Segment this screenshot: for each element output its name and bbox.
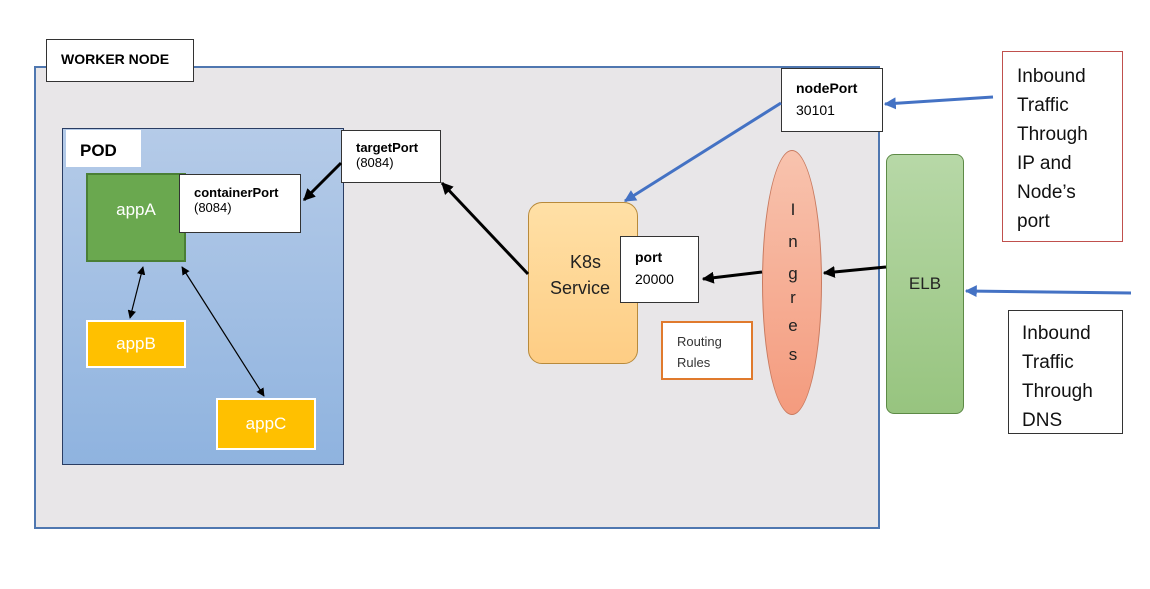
service-port-value: 20000	[635, 271, 674, 287]
ingress-letter: n	[788, 232, 798, 251]
k8s-service-line2: Service	[550, 278, 611, 298]
node-port-box: nodePort 30101	[781, 68, 883, 132]
inbound-ip-line: port	[1017, 211, 1050, 232]
k8s-service-line1: K8s	[570, 252, 602, 272]
ingress-letter: e	[788, 316, 798, 335]
ingress-letter: s	[788, 345, 798, 364]
inbound-ip-line: Traffic	[1017, 95, 1069, 116]
worker-node-label: WORKER NODE	[46, 39, 194, 82]
routing-rules-box: Routing Rules	[661, 321, 753, 380]
container-port-title: containerPort	[194, 185, 279, 200]
k8s-service-box: K8s Service	[528, 202, 638, 364]
ingress-letter: I	[790, 200, 796, 219]
arrow-appa-appc	[181, 266, 265, 397]
node-port-title: nodePort	[796, 80, 858, 96]
target-port-value: (8084)	[356, 155, 394, 170]
arrow-nodeport-to-service	[623, 101, 782, 203]
inbound-ip-traffic-box: Inbound Traffic Through IP and Node’s po…	[1002, 51, 1123, 242]
container-port-value: (8084)	[194, 200, 232, 215]
ingress-letter: r	[790, 288, 796, 307]
inbound-ip-line: Through	[1017, 124, 1088, 145]
inbound-ip-line: Node’s	[1017, 182, 1076, 203]
app-c-box: appC	[216, 398, 316, 450]
ingress-ellipse: I n g r e s	[762, 150, 822, 415]
arrow-elb-to-ingress	[822, 265, 887, 278]
inbound-dns-line: Inbound	[1022, 323, 1091, 344]
arrow-inbound-ip-to-nodeport	[883, 95, 994, 110]
pod-label: POD	[66, 130, 141, 167]
inbound-dns-traffic-box: Inbound Traffic Through DNS	[1008, 310, 1123, 434]
target-port-title: targetPort	[356, 140, 419, 155]
arrow-inbound-dns-to-elb	[964, 285, 1132, 298]
inbound-dns-line: Through	[1022, 381, 1093, 402]
inbound-ip-line: Inbound	[1017, 66, 1086, 87]
routing-rules-line1: Routing	[677, 334, 722, 349]
inbound-dns-line: Traffic	[1022, 352, 1074, 373]
container-port-box: containerPort (8084)	[179, 174, 301, 233]
inbound-dns-line: DNS	[1022, 410, 1063, 431]
ingress-letter: g	[788, 264, 798, 283]
elb-box: ELB	[886, 154, 964, 414]
node-port-value: 30101	[796, 102, 835, 118]
service-port-box: port 20000	[620, 236, 699, 303]
target-port-box: targetPort (8084)	[341, 130, 441, 183]
arrow-service-to-targetport	[440, 181, 530, 276]
arrow-appa-appb	[127, 266, 146, 319]
inbound-ip-line: IP and	[1017, 153, 1072, 174]
routing-rules-line2: Rules	[677, 355, 711, 370]
service-port-title: port	[635, 249, 663, 265]
arrow-ingress-to-port	[701, 270, 763, 284]
arrow-targetport-to-containerport	[302, 161, 343, 202]
